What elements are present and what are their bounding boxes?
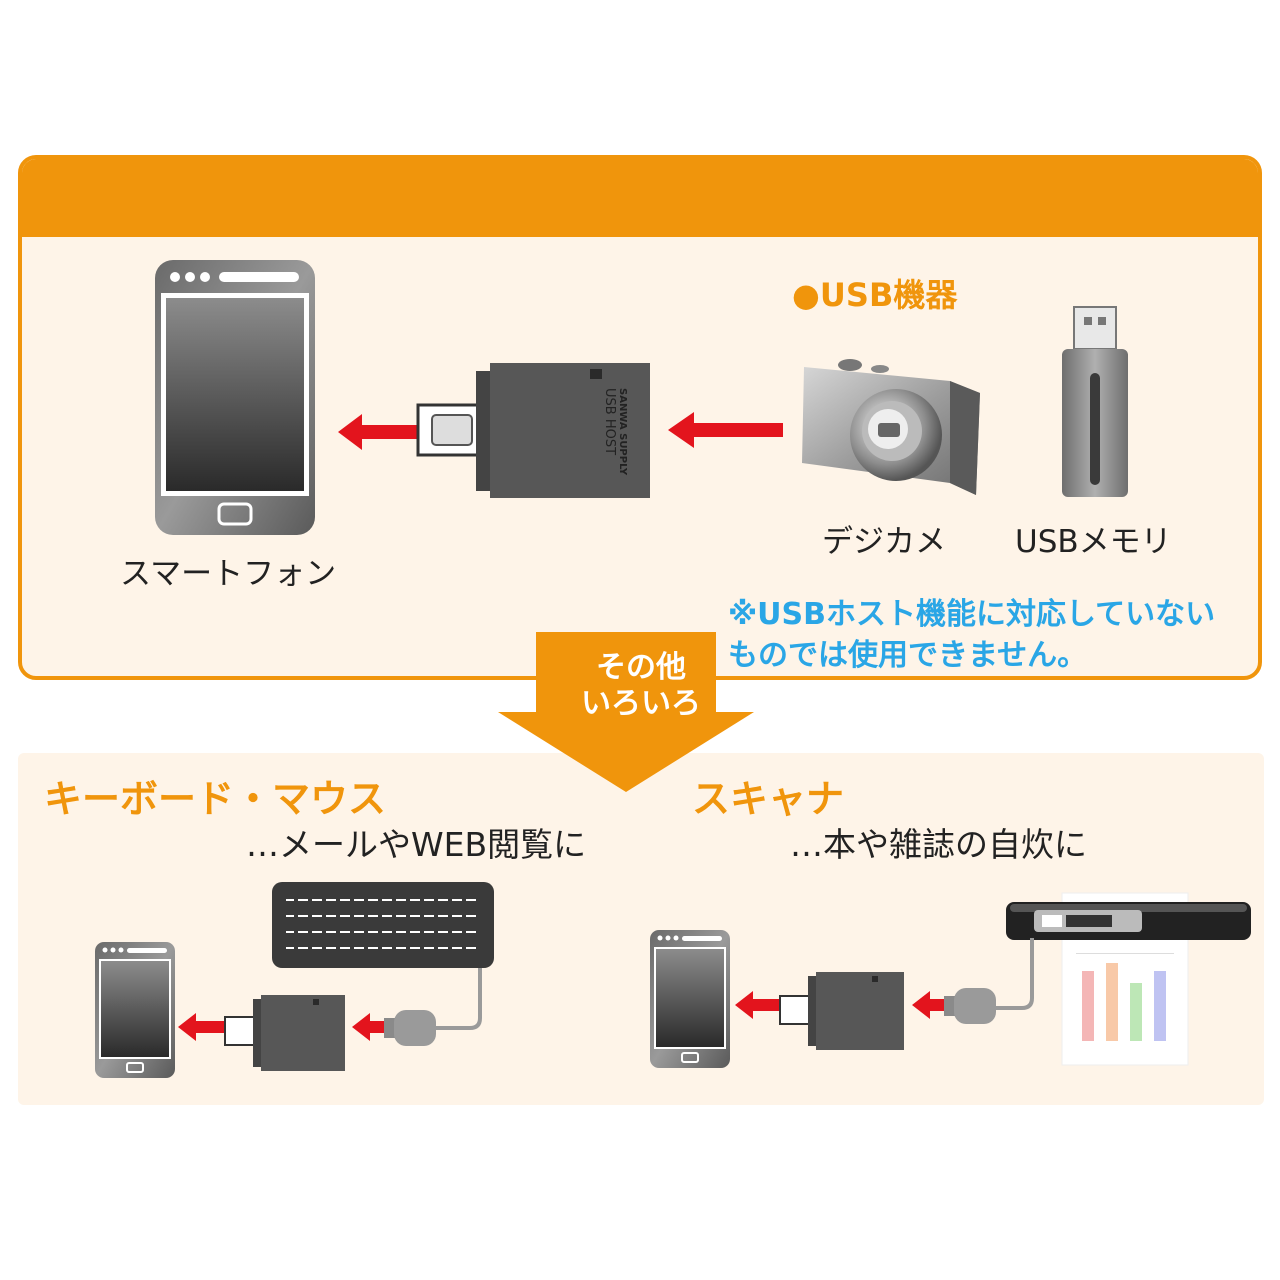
arrow-left-icon [912,991,952,1019]
arrow-left-icon [338,414,418,450]
adapter-text-2: SANWA SUPPLY [617,388,628,476]
smartphone-label: スマートフォン [120,556,337,592]
usb-memory-label: USBメモリ [1015,524,1172,560]
usb-plug-icon [944,988,996,1024]
arrow-label: その他 いろいろ [556,650,726,722]
scanner-title: スキャナ [692,777,845,821]
usb-devices-heading: ●USB機器 [792,276,958,314]
header-title: スマートフォン・タブレットPCでUSB機器が使える [30,22,1050,72]
arrow-label-line-1: その他 [596,650,686,685]
usb-plug-icon [384,1010,436,1046]
usb-memory-icon [1062,306,1128,497]
small-smartphone-icon [650,930,730,1068]
cable-icon [430,968,482,1030]
header-bar [22,159,1258,237]
usb-host-adapter-icon: USB HOST SANWA SUPPLY [416,363,650,498]
keyboard-icon [272,882,494,968]
note-line-2: ものでは使用できません。 [728,638,1088,673]
camera-icon [802,359,980,495]
arrow-left-icon [735,991,787,1019]
keyboard-mouse-title: キーボード・マウス [44,777,387,821]
arrow-left-icon [178,1013,230,1041]
keyboard-mouse-desc: …メールやWEB閲覧に [246,825,587,864]
arrow-left-icon [668,412,783,448]
usb-host-adapter-icon [224,995,345,1071]
note-line-1: ※USBホスト機能に対応していない [728,597,1216,632]
usb-host-adapter-icon [779,972,904,1050]
arrow-down-icon [498,632,754,792]
cable-icon [990,938,1034,1010]
arrow-left-icon [352,1013,392,1041]
arrow-label-line-2: いろいろ [581,686,701,721]
camera-label: デジカメ [822,524,946,560]
usb-host-note: ※USBホスト機能に対応していない ものでは使用できません。 [728,594,1215,676]
scanner-desc: …本や雑誌の自炊に [790,825,1087,864]
small-smartphone-icon [95,942,175,1078]
smartphone-icon [155,260,315,535]
scanner-icon [1006,902,1251,940]
adapter-text-1: USB HOST [602,388,617,455]
